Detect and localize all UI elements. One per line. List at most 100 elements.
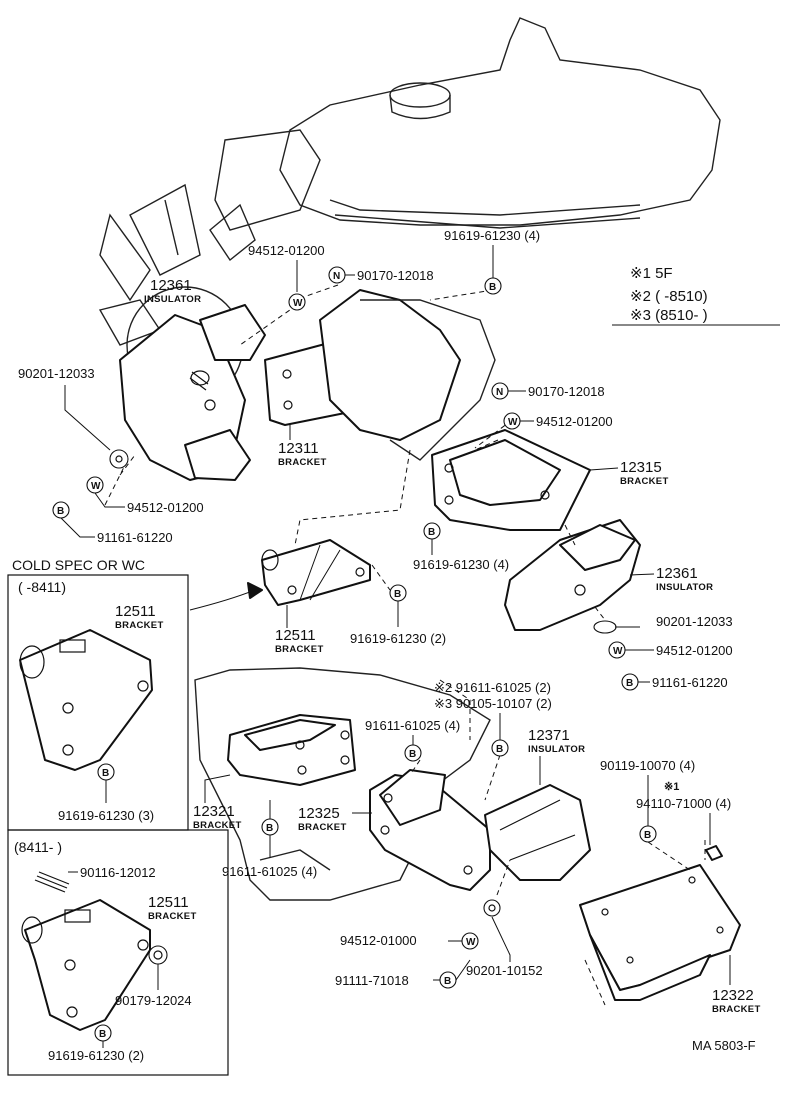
svg-text:B: B bbox=[489, 282, 496, 293]
inset-range-1: ( -8411) bbox=[18, 579, 66, 595]
label-91161-61220-b: 91161-61220 bbox=[652, 675, 728, 690]
label-94512-01000: 94512-01000 bbox=[340, 933, 417, 948]
label-bracket-12511-inset-2: BRACKET bbox=[148, 911, 197, 922]
label-90201-12033-a: 90201-12033 bbox=[18, 366, 95, 381]
svg-text:N: N bbox=[496, 387, 503, 398]
label-91111-71018: 91111-71018 bbox=[335, 973, 409, 988]
diagram-code: MA 5803-F bbox=[692, 1038, 756, 1053]
svg-text:W: W bbox=[466, 937, 476, 948]
svg-text:B: B bbox=[626, 678, 633, 689]
label-insulator-12371: INSULATOR bbox=[528, 744, 585, 755]
legend-row-1: ※1 5F bbox=[630, 265, 673, 282]
label-94512-01200-a: 94512-01200 bbox=[248, 243, 325, 258]
label-94512-01200-b: 94512-01200 bbox=[536, 414, 613, 429]
label-91619-61230-4-b: 91619-61230 (4) bbox=[413, 557, 509, 572]
label-12311: 12311 bbox=[278, 440, 319, 457]
label-91611-61025-4-a: 91611-61025 (4) bbox=[365, 718, 460, 733]
svg-text:N: N bbox=[333, 271, 340, 282]
stud-90116 bbox=[34, 871, 70, 893]
bolt-symbol-a bbox=[484, 277, 502, 295]
label-94110-71000: 94110-71000 (4) bbox=[636, 796, 731, 811]
svg-text:W: W bbox=[613, 646, 623, 657]
svg-text:B: B bbox=[102, 768, 109, 779]
label-90170-12018-b: 90170-12018 bbox=[528, 384, 605, 399]
label-90119-10070: 90119-10070 (4) bbox=[600, 758, 695, 773]
label-12511-mid: 12511 bbox=[275, 627, 316, 644]
label-bracket-12511-inset-1: BRACKET bbox=[115, 620, 164, 631]
legend-row-3: ※3 (8510- ) bbox=[630, 307, 708, 324]
variant-legend: ※1 5F ※2 ( -8510) ※3 (8510- ) bbox=[612, 265, 780, 326]
label-91619-61230-3: 91619-61230 (3) bbox=[58, 808, 154, 823]
bracket-12322 bbox=[579, 845, 741, 1001]
svg-text:B: B bbox=[99, 1029, 106, 1040]
svg-text:B: B bbox=[57, 506, 64, 517]
label-bracket-12325: BRACKET bbox=[298, 822, 347, 833]
legend-row-2: ※2 ( -8510) bbox=[630, 288, 708, 305]
label-12325: 12325 bbox=[298, 805, 340, 822]
washer-symbol-e bbox=[461, 932, 479, 950]
label-12511-inset-1: 12511 bbox=[115, 603, 156, 620]
label-90170-12018-a: 90170-12018 bbox=[357, 268, 434, 283]
arrow-head bbox=[247, 582, 263, 599]
washer-symbol-a bbox=[288, 293, 306, 311]
label-91619-61230-2-b: 91619-61230 (2) bbox=[48, 1048, 144, 1063]
inset-cold-spec bbox=[7, 574, 229, 1076]
label-star-1: ※1 bbox=[664, 781, 679, 793]
label-90116-12012: 90116-12012 bbox=[80, 865, 156, 880]
label-91611-61025-2: ※2 91611-61025 (2) bbox=[434, 680, 551, 695]
label-91611-61025-4-b: 91611-61025 (4) bbox=[222, 864, 317, 879]
label-12321: 12321 bbox=[193, 803, 235, 820]
bolt-symbol-k bbox=[639, 825, 657, 843]
inset-range-2: (8411- ) bbox=[14, 839, 62, 855]
svg-text:B: B bbox=[644, 830, 651, 841]
label-12315: 12315 bbox=[620, 459, 662, 476]
label-bracket-12315: BRACKET bbox=[620, 476, 669, 487]
nut-90179 bbox=[148, 945, 168, 965]
svg-text:W: W bbox=[91, 481, 101, 492]
label-94512-01200-c: 94512-01200 bbox=[127, 500, 204, 515]
pointer-arrow bbox=[189, 589, 256, 611]
label-94512-01200-d: 94512-01200 bbox=[656, 643, 733, 658]
assembly-dashes bbox=[104, 284, 706, 1006]
label-12511-inset-2: 12511 bbox=[148, 894, 189, 911]
label-bracket-12511-mid: BRACKET bbox=[275, 644, 324, 655]
svg-text:B: B bbox=[409, 749, 416, 760]
label-90201-12033-b: 90201-12033 bbox=[656, 614, 733, 629]
cushion-symbol-a bbox=[109, 449, 129, 469]
inset-title: COLD SPEC OR WC bbox=[12, 557, 145, 573]
engine-block-outline bbox=[98, 17, 721, 346]
svg-text:W: W bbox=[293, 298, 303, 309]
bracket-12311 bbox=[264, 289, 496, 461]
svg-text:W: W bbox=[508, 417, 518, 428]
label-12371: 12371 bbox=[528, 727, 570, 744]
label-12361-top: 12361 bbox=[150, 277, 192, 294]
label-91619-61230-4-a: 91619-61230 (4) bbox=[444, 228, 540, 243]
label-bracket-12311: BRACKET bbox=[278, 457, 327, 468]
insulator-12371 bbox=[483, 784, 591, 917]
svg-text:B: B bbox=[394, 589, 401, 600]
insulator-12361-top bbox=[119, 286, 266, 481]
label-bracket-12321: BRACKET bbox=[193, 820, 242, 831]
label-insulator-top: INSULATOR bbox=[144, 294, 201, 305]
svg-text:B: B bbox=[428, 527, 435, 538]
label-bracket-12322: BRACKET bbox=[712, 1004, 761, 1015]
label-90201-10152: 90201-10152 bbox=[466, 963, 543, 978]
insulator-12361-right bbox=[504, 519, 641, 634]
bracket-12325 bbox=[369, 769, 491, 891]
svg-text:B: B bbox=[444, 976, 451, 987]
svg-text:B: B bbox=[266, 823, 273, 834]
svg-text:B: B bbox=[496, 744, 503, 755]
label-insulator-right: INSULATOR bbox=[656, 582, 713, 593]
bolt-symbol-h bbox=[491, 739, 509, 757]
label-12322: 12322 bbox=[712, 987, 754, 1004]
bracket-12511-inset-2 bbox=[21, 899, 151, 1031]
label-91619-61230-2-a: 91619-61230 (2) bbox=[350, 631, 446, 646]
label-90179-12024: 90179-12024 bbox=[115, 993, 192, 1008]
bolt-symbol-i bbox=[404, 744, 422, 762]
bracket-12511-inset-1 bbox=[19, 629, 153, 771]
label-12361-right: 12361 bbox=[656, 565, 698, 582]
label-90105-10107-2: ※3 90105-10107 (2) bbox=[434, 696, 552, 711]
bracket-12321 bbox=[227, 714, 356, 786]
bracket-12315 bbox=[431, 429, 591, 531]
